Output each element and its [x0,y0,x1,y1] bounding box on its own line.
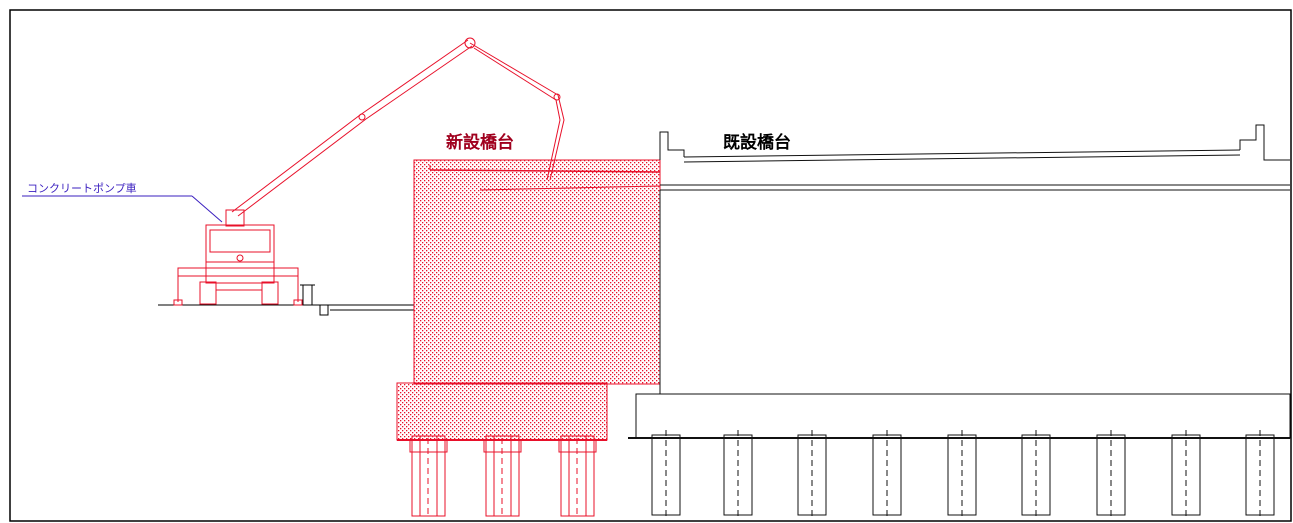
existing-pile [1245,430,1275,516]
existing-pile [651,430,681,516]
existing-abutment-label: 既設橋台 [723,132,791,153]
existing-abutment [628,124,1291,439]
existing-piles [651,430,1275,516]
pump-truck [173,209,303,306]
existing-pile [1021,430,1051,516]
new-pile [483,435,522,517]
new-abutment [396,159,661,441]
drawing-frame [9,9,1292,522]
new-pile [409,435,448,517]
ground-line [158,284,414,316]
existing-pile [797,430,827,516]
pump-truck-label: コンクリートポンプ車 [27,181,137,195]
pump-boom [231,37,565,217]
new-pile [558,435,597,517]
existing-pile [1096,430,1126,516]
new-abutment-label: 新設橋台 [446,132,514,153]
new-piles [409,435,597,517]
existing-pile [947,430,977,516]
pump-label-leader [22,195,223,223]
existing-pile [872,430,902,516]
existing-pile [723,430,753,516]
existing-pile [1171,430,1201,516]
